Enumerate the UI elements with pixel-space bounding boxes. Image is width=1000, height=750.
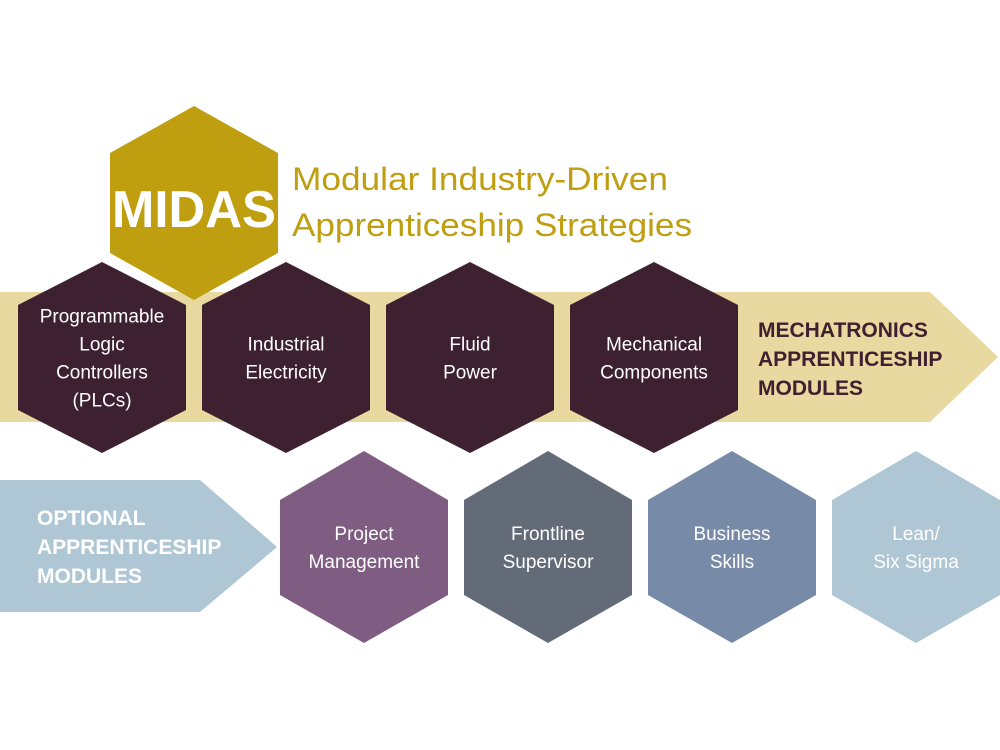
logo-title-line1: Modular Industry-Driven (292, 161, 668, 197)
mechatronics-label-line: MODULES (758, 377, 863, 400)
module-label-line: Mechanical (606, 335, 702, 356)
module-label-line: Business (693, 524, 770, 545)
mechatronics-label-line: MECHATRONICS (758, 319, 928, 342)
module-label-line: Components (600, 363, 708, 384)
optional-label-line: MODULES (37, 565, 142, 588)
module-label-line: (PLCs) (72, 391, 131, 412)
module-label-line: Six Sigma (873, 552, 959, 573)
module-label-line: Lean/ (892, 524, 940, 545)
module-label-line: Controllers (56, 363, 148, 384)
module-label-line: Logic (79, 335, 124, 356)
optional-module-hex: Lean/Six Sigma (832, 451, 1000, 643)
logo-title-line2: Apprenticeship Strategies (292, 207, 692, 243)
module-label-line: Supervisor (503, 552, 594, 573)
module-hexagon (280, 451, 448, 643)
module-hexagon (570, 262, 738, 453)
module-hexagon (648, 451, 816, 643)
optional-band-arrow (0, 480, 277, 612)
module-hexagon (386, 262, 554, 453)
module-label-line: Fluid (449, 335, 490, 356)
module-hexagon (202, 262, 370, 453)
module-label-line: Power (443, 363, 498, 384)
optional-label-line: OPTIONAL (37, 507, 146, 530)
module-label-line: Industrial (247, 335, 324, 356)
logo-hexagon (110, 106, 278, 300)
module-label-line: Management (309, 552, 421, 573)
module-label-line: Project (334, 524, 394, 545)
logo-acronym: MIDAS (112, 181, 276, 239)
midas-logo: MIDAS (110, 106, 278, 300)
module-label-line: Skills (710, 552, 754, 573)
module-hexagon (832, 451, 1000, 643)
module-hexagon (464, 451, 632, 643)
module-label-line: Programmable (40, 307, 165, 328)
optional-label-line: APPRENTICESHIP (37, 536, 221, 559)
module-label-line: Frontline (511, 524, 585, 545)
module-hexagon (18, 262, 186, 453)
module-label-line: Electricity (245, 363, 327, 384)
mechatronics-label-line: APPRENTICESHIP (758, 348, 942, 371)
